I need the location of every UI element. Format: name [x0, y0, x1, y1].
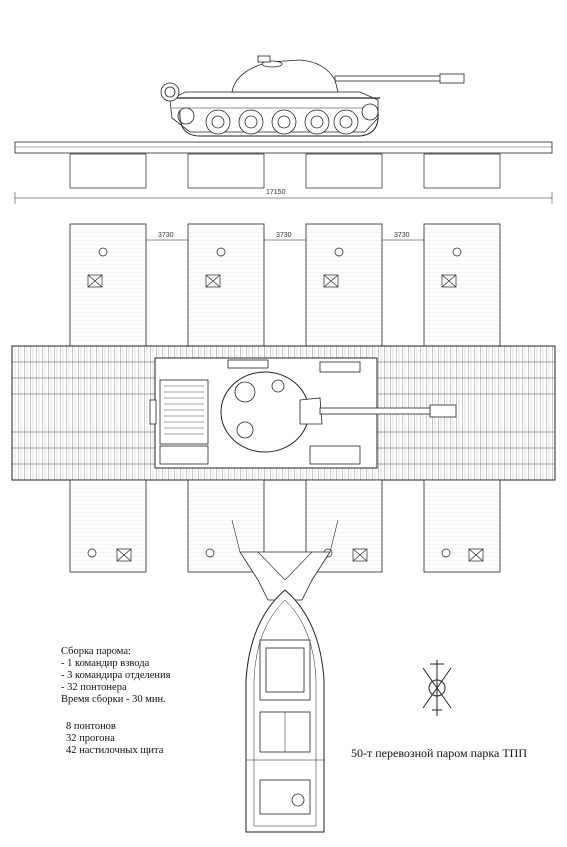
deck-side: [14, 141, 553, 154]
drawing-caption: 50-т перевозной паром парка ТПП: [351, 746, 527, 760]
spacing-dimension-3: 3730: [394, 232, 410, 239]
assembly-item: - 3 командира отделения: [61, 670, 171, 681]
component-item: 8 понтонов: [66, 721, 116, 732]
tank-side: [160, 55, 465, 137]
overall-dimension: 17150: [266, 189, 286, 196]
spacing-dimension-1: 3730: [158, 232, 174, 239]
side-view: [14, 55, 553, 204]
pontoons-top-upper: [69, 223, 501, 347]
overall-dimension-line: [14, 192, 553, 204]
tow-boat: [231, 519, 339, 833]
assembly-title: Сборка парома:: [61, 646, 131, 657]
component-item: 32 прогона: [66, 733, 115, 744]
top-view: [11, 223, 556, 573]
assembly-time: Время сборки - 30 мин.: [61, 694, 166, 705]
assembly-item: - 1 командир взвода: [61, 658, 150, 669]
pontoons-side: [69, 153, 501, 189]
emblem-icon: [422, 660, 452, 716]
spacing-dimension-2: 3730: [276, 232, 292, 239]
assembly-item: - 32 понтонера: [61, 682, 127, 693]
tank-top: [149, 357, 457, 469]
component-item: 42 настилочных щита: [66, 745, 164, 756]
